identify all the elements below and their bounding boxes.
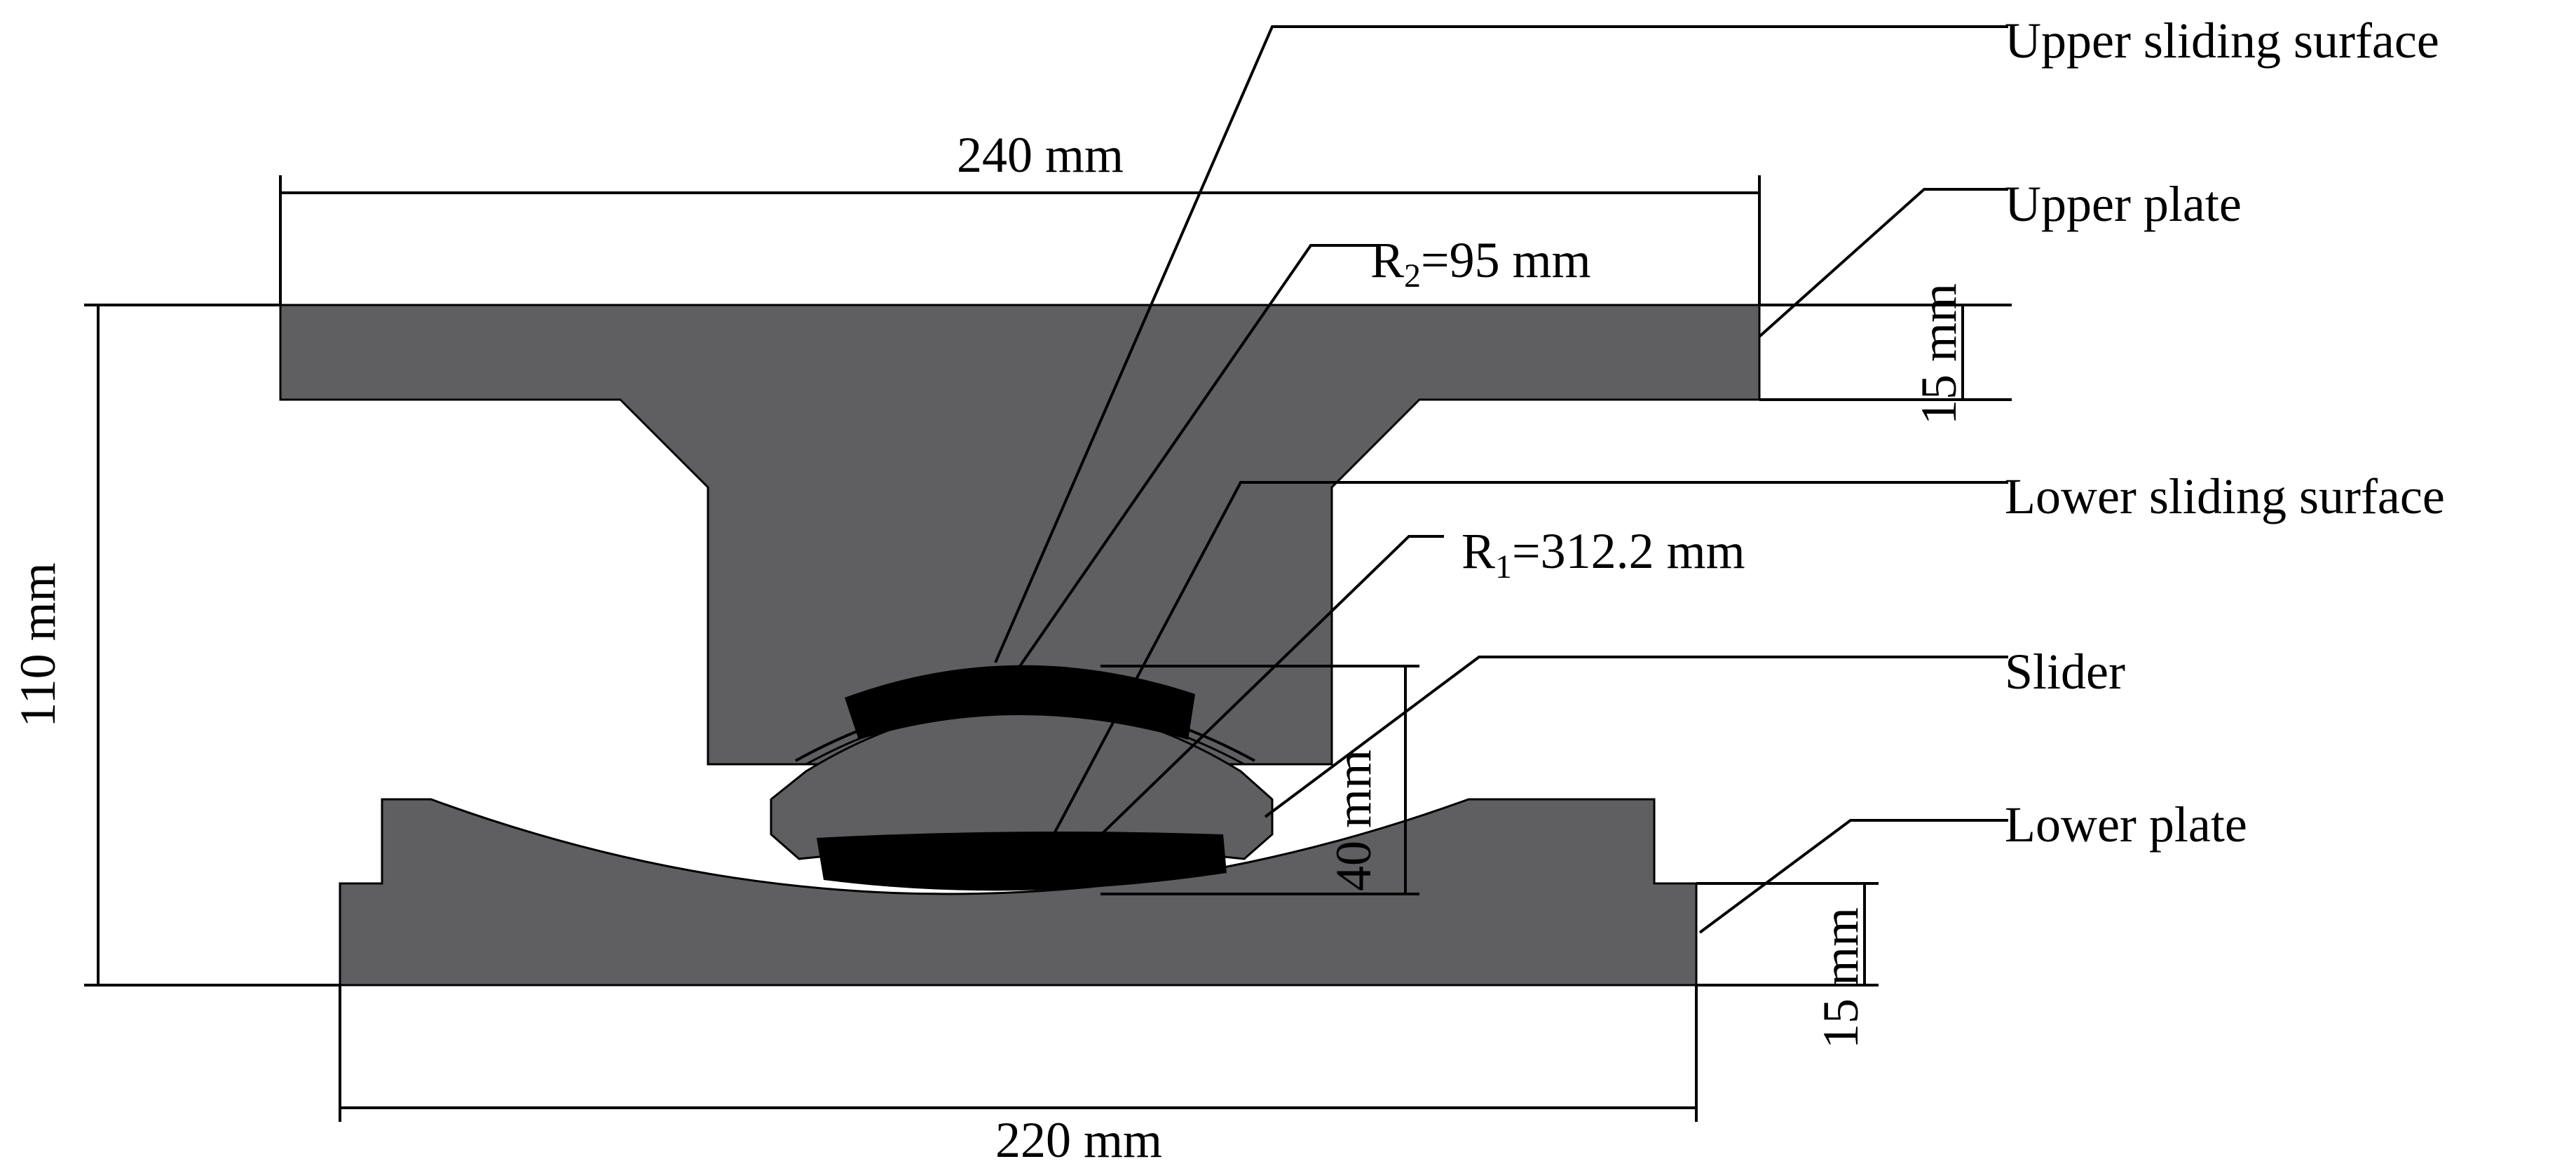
r2-symbol: R (1370, 232, 1404, 288)
upper-plate (279, 304, 1761, 766)
dimension-lines (84, 175, 2012, 1122)
label-lower-sliding-surface: Lower sliding surface (2005, 468, 2445, 524)
r2-value: =95 mm (1421, 232, 1591, 288)
label-upper-sliding-surface: Upper sliding surface (2005, 13, 2439, 69)
leader-lower-sliding-surface (1043, 481, 2008, 853)
lower-plate (339, 798, 1698, 987)
r1-symbol: R (1461, 523, 1495, 579)
label-upper-plate: Upper plate (2005, 176, 2242, 232)
dim-lower-thickness-label: 15 mm (1813, 907, 1869, 1049)
leader-lower-plate (1698, 819, 2008, 934)
r1-value: =312.2 mm (1512, 523, 1745, 579)
leader-upper-sliding-surface (994, 25, 2008, 663)
dim-total-height-label: 110 mm (10, 562, 66, 727)
leader-r1 (1075, 535, 1444, 860)
label-slider: Slider (2005, 644, 2125, 700)
dim-upper-thickness-label: 15 mm (1911, 283, 1967, 425)
dim-top-width-label: 240 mm (957, 127, 1124, 183)
label-r1: R1=312.2 mm (1461, 523, 1745, 585)
dim-slider-height-label: 40 mm (1326, 750, 1382, 891)
leader-r2 (1018, 244, 1377, 667)
label-r2: R2=95 mm (1370, 232, 1591, 294)
upper-sliding-surface (845, 665, 1195, 740)
label-lower-plate: Lower plate (2005, 796, 2247, 853)
leader-upper-plate (1758, 188, 2008, 338)
dim-bottom-width-label: 220 mm (995, 1112, 1162, 1166)
r1-subscript: 1 (1495, 548, 1512, 585)
leader-lines (994, 25, 2008, 934)
leader-slider (1264, 656, 2008, 818)
lower-sliding-surface (817, 832, 1227, 891)
r2-subscript: 2 (1404, 257, 1421, 294)
